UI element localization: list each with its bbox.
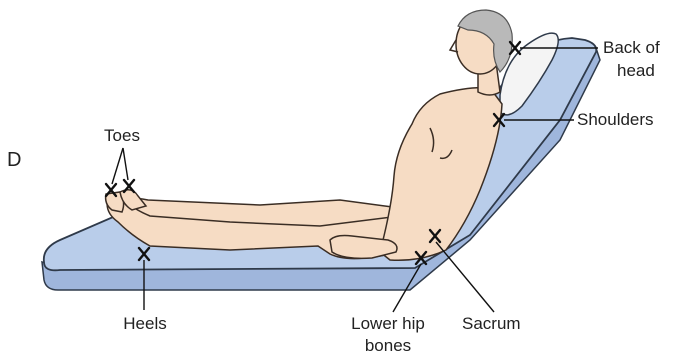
leader-toe-1 [112,148,123,184]
patient-figure [106,14,504,260]
label-shoulders: Shoulders [577,110,654,130]
label-lower-hip-line1: Lower hip [340,314,436,334]
label-lower-hip-line2: bones [340,336,436,356]
leader-sacrum [436,242,494,312]
leader-toe-2 [123,148,128,180]
label-back-of-head-line2: head [617,61,655,81]
panel-letter: D [7,150,21,170]
label-back-of-head-line1: Back of [603,38,660,58]
label-toes: Toes [92,126,152,146]
label-heels: Heels [110,314,180,334]
label-sacrum: Sacrum [462,314,521,334]
